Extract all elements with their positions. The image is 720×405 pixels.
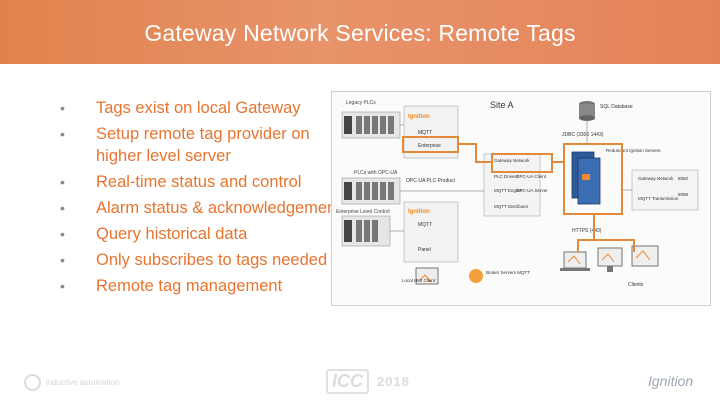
enterprise-module: Enterprise <box>418 143 441 149</box>
icc-mark: ICC <box>326 369 369 394</box>
bullet-text: Remote tag management <box>96 277 283 295</box>
enterprise-plc-rack <box>341 215 391 247</box>
ignition-logo-top: Ignition <box>408 114 430 120</box>
right-module-panel: Gateway Network MQTT Transmission 8060 8… <box>631 169 699 211</box>
bullet-text: Only subscribes to tags needed <box>96 251 328 269</box>
broker-label: Broker Servers MQTT <box>486 270 530 275</box>
edge-gateway-bottom: Ignition MQTT Panel <box>403 201 459 263</box>
mqtt-distributor-module: MQTT Distributor <box>494 204 529 209</box>
site-label: Site A <box>490 100 514 110</box>
gateway-network-module: Gateway Network <box>494 158 530 163</box>
legacy-plc-rack <box>341 111 401 139</box>
inductive-logo-text: inductive automation <box>46 377 120 387</box>
local-hmi-icon <box>415 267 439 285</box>
bullet-text: Tags exist on local Gateway <box>96 99 301 117</box>
page-title: Gateway Network Services: Remote Tags <box>144 20 576 46</box>
bullet-item: • Remote tag management <box>56 275 346 297</box>
client-laptop-icon <box>560 251 590 271</box>
highlight-connector-server-to-clients <box>593 214 635 252</box>
icc-logo: ICC 2018 <box>326 369 410 394</box>
local-hmi-label: Local HMI Client <box>402 278 436 283</box>
inductive-automation-logo: inductive automation <box>24 374 119 391</box>
bullet-text: Real-time status and control <box>96 173 302 191</box>
bullet-list: • Tags exist on local Gateway • Setup remo… <box>56 97 346 301</box>
sql-database-label: SQL Database <box>600 104 633 110</box>
client-monitor-icon <box>597 247 623 272</box>
port-8060-label: 8060 <box>678 176 689 181</box>
bullet-text: Query historical data <box>96 225 248 243</box>
right-mqtt-transmission: MQTT Transmission <box>638 196 679 201</box>
edge-gateway-top: Ignition MQTT Enterprise <box>403 105 459 159</box>
opcua-plc-product: OPC-UA PLC Product <box>406 178 456 184</box>
bullet-dot: • <box>60 278 65 294</box>
highlight-connector-edge-to-central <box>458 143 492 163</box>
bullet-dot: • <box>60 126 65 142</box>
client-tablet-icon <box>631 245 659 267</box>
plc-opcua-label: PLCs with OPC-UA <box>354 170 398 176</box>
enterprise-control-label: Enterprise Level Control <box>336 209 390 215</box>
mqtt-module-bottom: MQTT <box>418 222 432 228</box>
plc-drivers-module: PLC Drivers <box>494 174 519 179</box>
port-8088-label: 8088 <box>678 192 689 197</box>
bullet-item: • Only subscribes to tags needed <box>56 249 346 271</box>
bullet-dot: • <box>60 174 65 190</box>
ignition-logo-bottom: Ignition <box>408 209 430 215</box>
connector-server-to-laptop <box>577 239 594 252</box>
jdbc-label: JDBC (3306 1443) <box>562 132 604 138</box>
architecture-diagram: Site A Legacy PLCs PLCs with OPC-UA Ente… <box>331 91 711 306</box>
inductive-logo-icon <box>24 374 41 391</box>
central-gateway-modules: Gateway Network PLC Drivers OPC-UA Clien… <box>483 153 548 217</box>
bullet-item: • Real-time status and control <box>56 171 346 193</box>
panel-module: Panel <box>418 247 431 253</box>
opcua-plc-rack <box>341 177 401 205</box>
mqtt-engine-module: MQTT Engine <box>494 188 522 193</box>
ignition-logo: Ignition <box>648 373 694 389</box>
bullet-item: • Alarm status & acknowledgement <box>56 197 346 219</box>
title-banner: Gateway Network Services: Remote Tags <box>0 0 720 64</box>
bullet-item: • Query historical data <box>56 223 346 245</box>
right-gateway-network: Gateway Network <box>638 176 674 181</box>
sql-database-icon <box>579 101 595 121</box>
redundant-servers-label: Redundant Ignition Servers <box>606 148 661 153</box>
bullet-text: Alarm status & acknowledgement <box>96 199 341 217</box>
bullet-dot: • <box>60 200 65 216</box>
legacy-plc-label: Legacy PLCs <box>346 100 376 106</box>
bullet-item: • Tags exist on local Gateway <box>56 97 346 119</box>
opcua-client-module: OPC-UA Client <box>516 174 547 179</box>
opcua-server-module: OPC-UA Server <box>516 188 548 193</box>
bullet-text: Setup remote tag provider on higher leve… <box>96 125 310 165</box>
broker-icon <box>469 269 483 283</box>
bullet-item: • Setup remote tag provider on higher lev… <box>56 123 346 167</box>
redundant-server-icon <box>571 151 601 205</box>
bullet-dot: • <box>60 226 65 242</box>
bullet-dot: • <box>60 100 65 116</box>
https-label: HTTPS (443) <box>572 228 602 234</box>
clients-label: Clients <box>628 282 644 288</box>
bullet-dot: • <box>60 252 65 268</box>
icc-year: 2018 <box>377 374 410 389</box>
mqtt-module-top: MQTT <box>418 130 432 136</box>
